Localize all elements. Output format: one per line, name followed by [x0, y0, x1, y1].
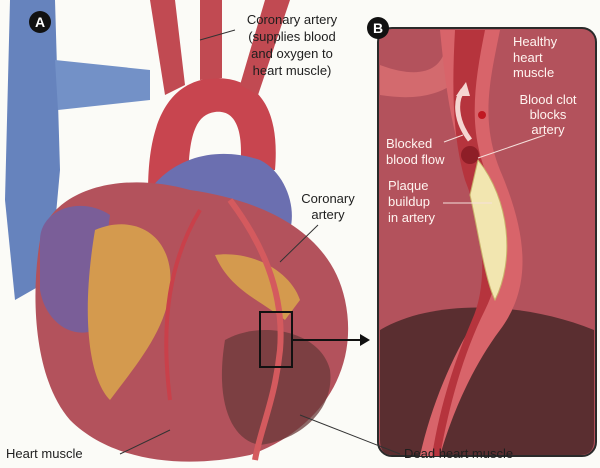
flow-arrowhead: [456, 82, 470, 96]
svg-text:artery: artery: [531, 122, 565, 137]
svg-text:and oxygen to: and oxygen to: [251, 46, 333, 61]
svg-text:Coronary: Coronary: [301, 191, 355, 206]
leader-coronary: [279, 224, 319, 263]
svg-text:Coronary artery: Coronary artery: [247, 12, 338, 27]
leader-dead-muscle: [299, 414, 401, 455]
badge-b: [367, 17, 389, 39]
svg-text:(supplies blood: (supplies blood: [248, 29, 335, 44]
svg-text:in artery: in artery: [388, 210, 435, 225]
aorta-branches: [150, 0, 290, 95]
plaque-buildup: [469, 158, 508, 302]
badge-a: [29, 11, 51, 33]
label-coronary-artery: Coronary artery: [301, 191, 355, 222]
blood-drop: [478, 111, 486, 119]
coronary-artery-branch: [164, 208, 202, 401]
label-dead-heart-muscle: Dead heart muscle: [404, 446, 513, 461]
label-healthy-heart-muscle: Healthy heart muscle: [513, 34, 558, 80]
leader-blocked-flow: [443, 134, 464, 143]
svg-text:Blood clot: Blood clot: [519, 92, 576, 107]
label-blood-clot: Blood clot blocks artery: [519, 92, 576, 137]
blood-clot: [461, 146, 479, 164]
svg-text:blocks: blocks: [530, 107, 567, 122]
arrow-head: [360, 334, 370, 346]
svg-text:Healthy: Healthy: [513, 34, 558, 49]
badge-a-label: A: [35, 14, 45, 30]
badge-b-label: B: [373, 20, 383, 36]
coronary-artery-vessel: [227, 198, 284, 461]
label-heart-muscle: Heart muscle: [6, 446, 83, 461]
vein-branch: [55, 60, 150, 110]
svg-text:heart: heart: [513, 50, 543, 65]
label-plaque-buildup: Plaque buildup in artery: [388, 178, 435, 225]
artery-closeup: [377, 27, 597, 457]
svg-text:artery: artery: [311, 207, 345, 222]
svg-text:buildup: buildup: [388, 194, 430, 209]
leader-clot: [477, 134, 546, 159]
svg-text:heart muscle): heart muscle): [253, 63, 332, 78]
fat-deposit: [87, 224, 171, 400]
label-coronary-artery-top: Coronary artery (supplies blood and oxyg…: [247, 12, 338, 78]
svg-text:muscle: muscle: [513, 65, 554, 80]
svg-text:Plaque: Plaque: [388, 178, 428, 193]
svg-text:blood flow: blood flow: [386, 152, 445, 167]
label-blocked-blood-flow: Blocked blood flow: [386, 136, 445, 167]
svg-text:Blocked: Blocked: [386, 136, 432, 151]
leader-coronary-top: [199, 29, 236, 41]
leader-heart-muscle: [119, 429, 171, 455]
